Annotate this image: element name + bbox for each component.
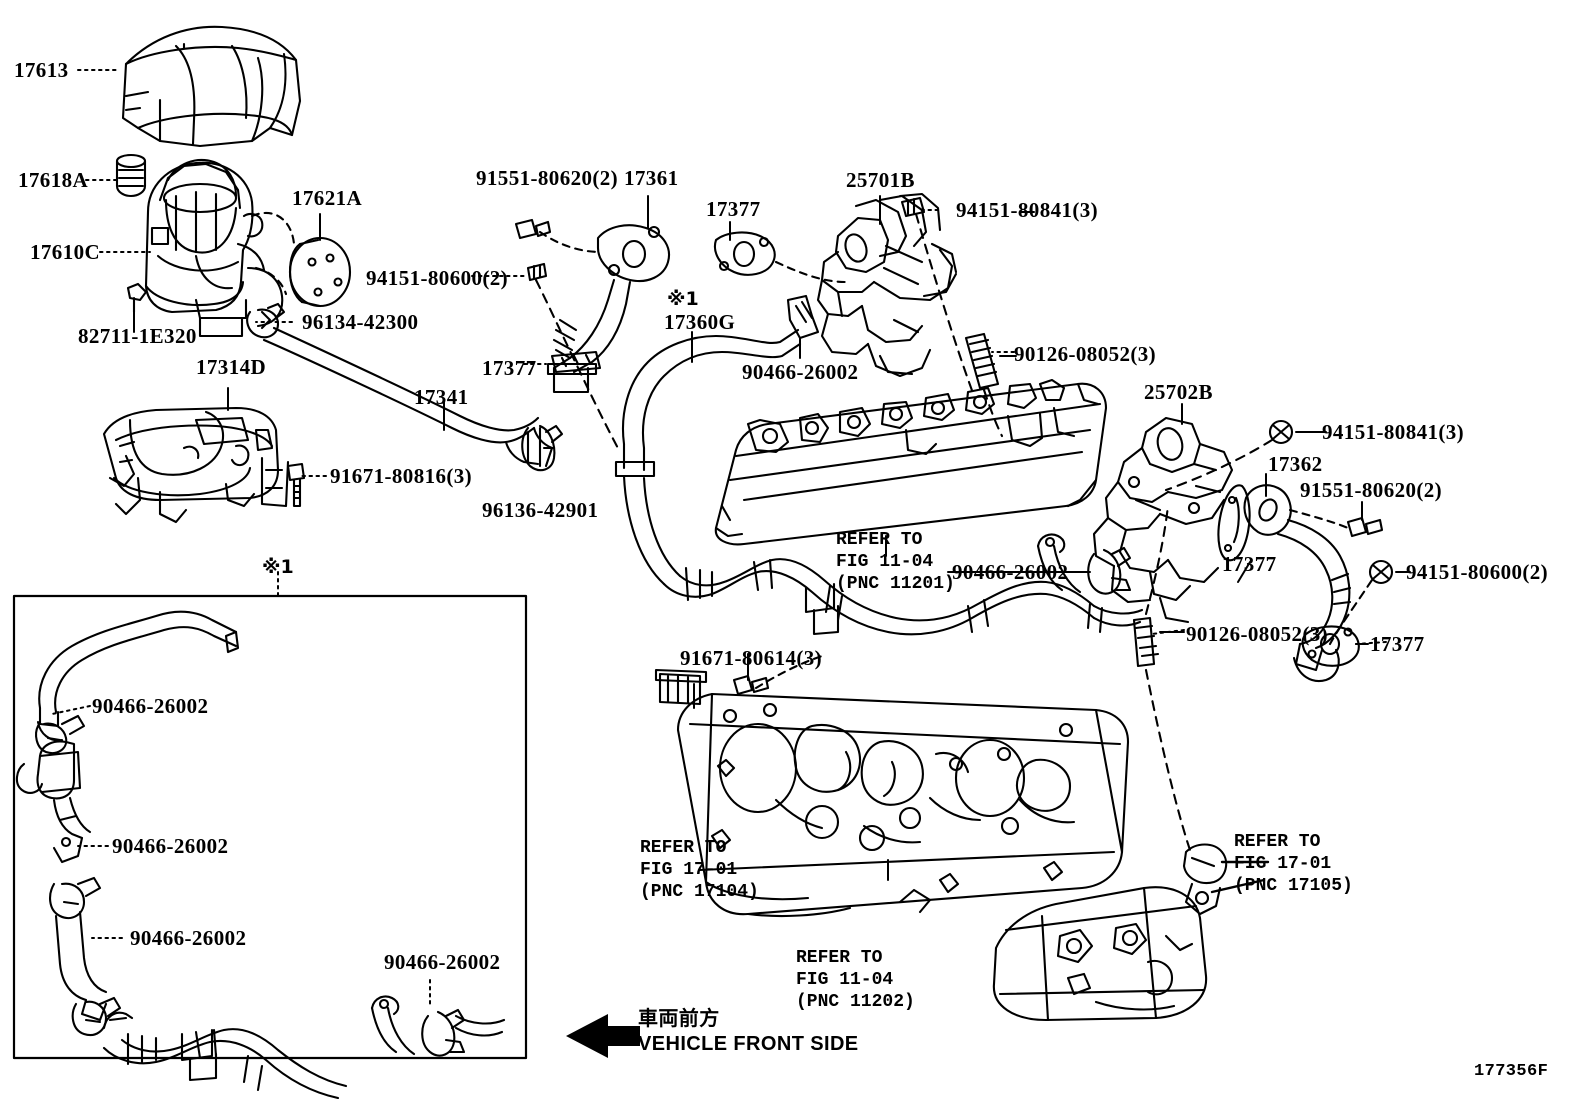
part-shape-91671-bolt-b xyxy=(732,674,770,696)
label-17362: 17362 xyxy=(1268,452,1323,476)
vehicle-front-arrow xyxy=(566,1014,640,1058)
label-17360G: 17360G xyxy=(664,310,736,334)
label-96136-42901: 96136-42901 xyxy=(482,498,599,522)
note-marker-inset: ※1 xyxy=(262,556,294,578)
part-shape-17361-pipe xyxy=(546,224,670,394)
leader-lines xyxy=(133,195,1411,881)
part-shape-25702B-valve xyxy=(1092,416,1234,624)
label-90466-26002-a: 90466-26002 xyxy=(742,360,859,384)
refer-line-2: FIG 17-01 xyxy=(640,859,738,880)
vehicle-front-label-en: VEHICLE FRONT SIDE xyxy=(638,1033,859,1055)
part-shape-94151-gasket-b xyxy=(900,196,926,218)
refer-line-1: REFER TO xyxy=(796,948,883,968)
label-17377-c: 17377 xyxy=(1222,552,1277,576)
label-91671-80816: 91671-80816(3) xyxy=(330,464,473,488)
refer-line-3: (PNC 17105) xyxy=(1234,875,1353,896)
label-inset-90466-1: 90466-26002 xyxy=(92,694,209,718)
refer-line-1: REFER TO xyxy=(1234,832,1321,852)
part-shape-17341-hose xyxy=(262,326,554,468)
label-25701B: 25701B xyxy=(846,168,915,192)
figure-id: 177356F xyxy=(1474,1062,1549,1081)
refer-line-3: (PNC 11201) xyxy=(836,573,955,594)
part-shape-17314D-bracket xyxy=(102,406,290,524)
part-shape-17621A-pulley xyxy=(288,236,352,308)
label-inset-90466-4: 90466-26002 xyxy=(384,950,501,974)
refer-line-1: REFER TO xyxy=(836,530,923,550)
label-94151-80600-b: 94151-80600(2) xyxy=(1406,560,1549,584)
refer-line-3: (PNC 17104) xyxy=(640,881,759,902)
refer-block-pnc17105: REFER TO FIG 17-01 (PNC 17105) xyxy=(1234,832,1353,898)
label-90466-26002-b: 90466-26002 xyxy=(952,560,1069,584)
label-17377-b: 17377 xyxy=(482,356,537,380)
part-shape-90466-clamp-b xyxy=(1087,546,1132,595)
part-shape-intake-manifold-upper xyxy=(714,378,1108,546)
part-shape-lower-long-pipe xyxy=(662,533,1144,636)
part-shape-91551-bolt-a xyxy=(514,218,552,240)
label-17610C: 17610C xyxy=(30,240,101,264)
part-shape-17360G-hose xyxy=(614,328,802,586)
refer-line-3: (PNC 11202) xyxy=(796,991,915,1012)
label-inset-90466-3: 90466-26002 xyxy=(130,926,247,950)
label-91671-80614: 91671-80614(3) xyxy=(680,646,823,670)
part-shape-94151-gasket-d xyxy=(1368,559,1394,585)
part-shape-96134-clamp xyxy=(246,302,286,339)
label-17621A: 17621A xyxy=(292,186,363,210)
label-90126-08052-b: 90126-08052(3) xyxy=(1186,622,1329,646)
part-shape-91671-bolt xyxy=(286,462,306,508)
refer-block-pnc17104: REFER TO FIG 17-01 (PNC 17104) xyxy=(640,838,759,904)
part-shape-bracket-17105 xyxy=(1182,843,1228,916)
part-shape-90126-stud-a xyxy=(964,332,1000,390)
refer-line-1: REFER TO xyxy=(640,838,727,858)
part-shape-94151-gasket-a xyxy=(526,262,548,282)
refer-line-2: FIG 17-01 xyxy=(1234,853,1332,874)
label-17618A: 17618A xyxy=(18,168,89,192)
label-82711-1E320: 82711-1E320 xyxy=(78,324,197,348)
part-shape-17377-gasket-b xyxy=(714,231,776,276)
label-17314D: 17314D xyxy=(196,355,267,379)
vehicle-front-label-jp: 車両前方 xyxy=(638,1006,720,1030)
label-90126-08052-a: 90126-08052(3) xyxy=(1014,342,1157,366)
part-shape-25701B-valve xyxy=(816,192,958,378)
label-inset-90466-2: 90466-26002 xyxy=(112,834,229,858)
label-94151-80841-a: 94151-80841(3) xyxy=(956,198,1099,222)
label-94151-80841-b: 94151-80841(3) xyxy=(1322,420,1465,444)
label-91551-80620-a: 91551-80620(2) xyxy=(476,166,619,190)
part-shape-91551-bolt-b xyxy=(1346,516,1384,538)
label-94151-80600-a: 94151-80600(2) xyxy=(366,266,509,290)
label-17613: 17613 xyxy=(14,58,69,82)
label-96134-42300: 96134-42300 xyxy=(302,310,419,334)
part-shape-17377-gasket-d xyxy=(1217,484,1251,562)
part-shape-90466-clamp-a xyxy=(786,294,820,340)
label-25702B: 25702B xyxy=(1144,380,1213,404)
label-17341: 17341 xyxy=(414,385,469,409)
inset-hose-assembly xyxy=(15,610,506,1099)
label-17361: 17361 xyxy=(624,166,679,190)
refer-line-2: FIG 11-04 xyxy=(836,551,934,572)
part-shape-17610C-pump xyxy=(115,153,284,338)
part-shape-cylinder-head-cover xyxy=(654,668,1130,918)
label-17377-d: 17377 xyxy=(1370,632,1425,656)
part-shape-90126-stud-b xyxy=(1132,616,1160,668)
part-shape-17613-cover xyxy=(121,25,302,148)
part-shape-96136-clamp xyxy=(521,424,564,472)
label-17377-a: 17377 xyxy=(706,197,761,221)
part-shape-lower-right-manifold xyxy=(992,886,1208,1022)
label-91551-80620-b: 91551-80620(2) xyxy=(1300,478,1443,502)
part-shape-94151-gasket-c xyxy=(1268,419,1294,445)
note-marker-17360G: ※1 xyxy=(667,288,699,310)
refer-line-2: FIG 11-04 xyxy=(796,969,894,990)
dotted-leaders xyxy=(51,69,1387,1007)
part-shape-17377-gasket-c xyxy=(1301,625,1360,667)
part-shape-17377-gasket-a xyxy=(550,350,602,374)
refer-block-pnc11201: REFER TO FIG 11-04 (PNC 11201) xyxy=(836,530,955,596)
refer-block-pnc11202: REFER TO FIG 11-04 (PNC 11202) xyxy=(796,948,915,1014)
